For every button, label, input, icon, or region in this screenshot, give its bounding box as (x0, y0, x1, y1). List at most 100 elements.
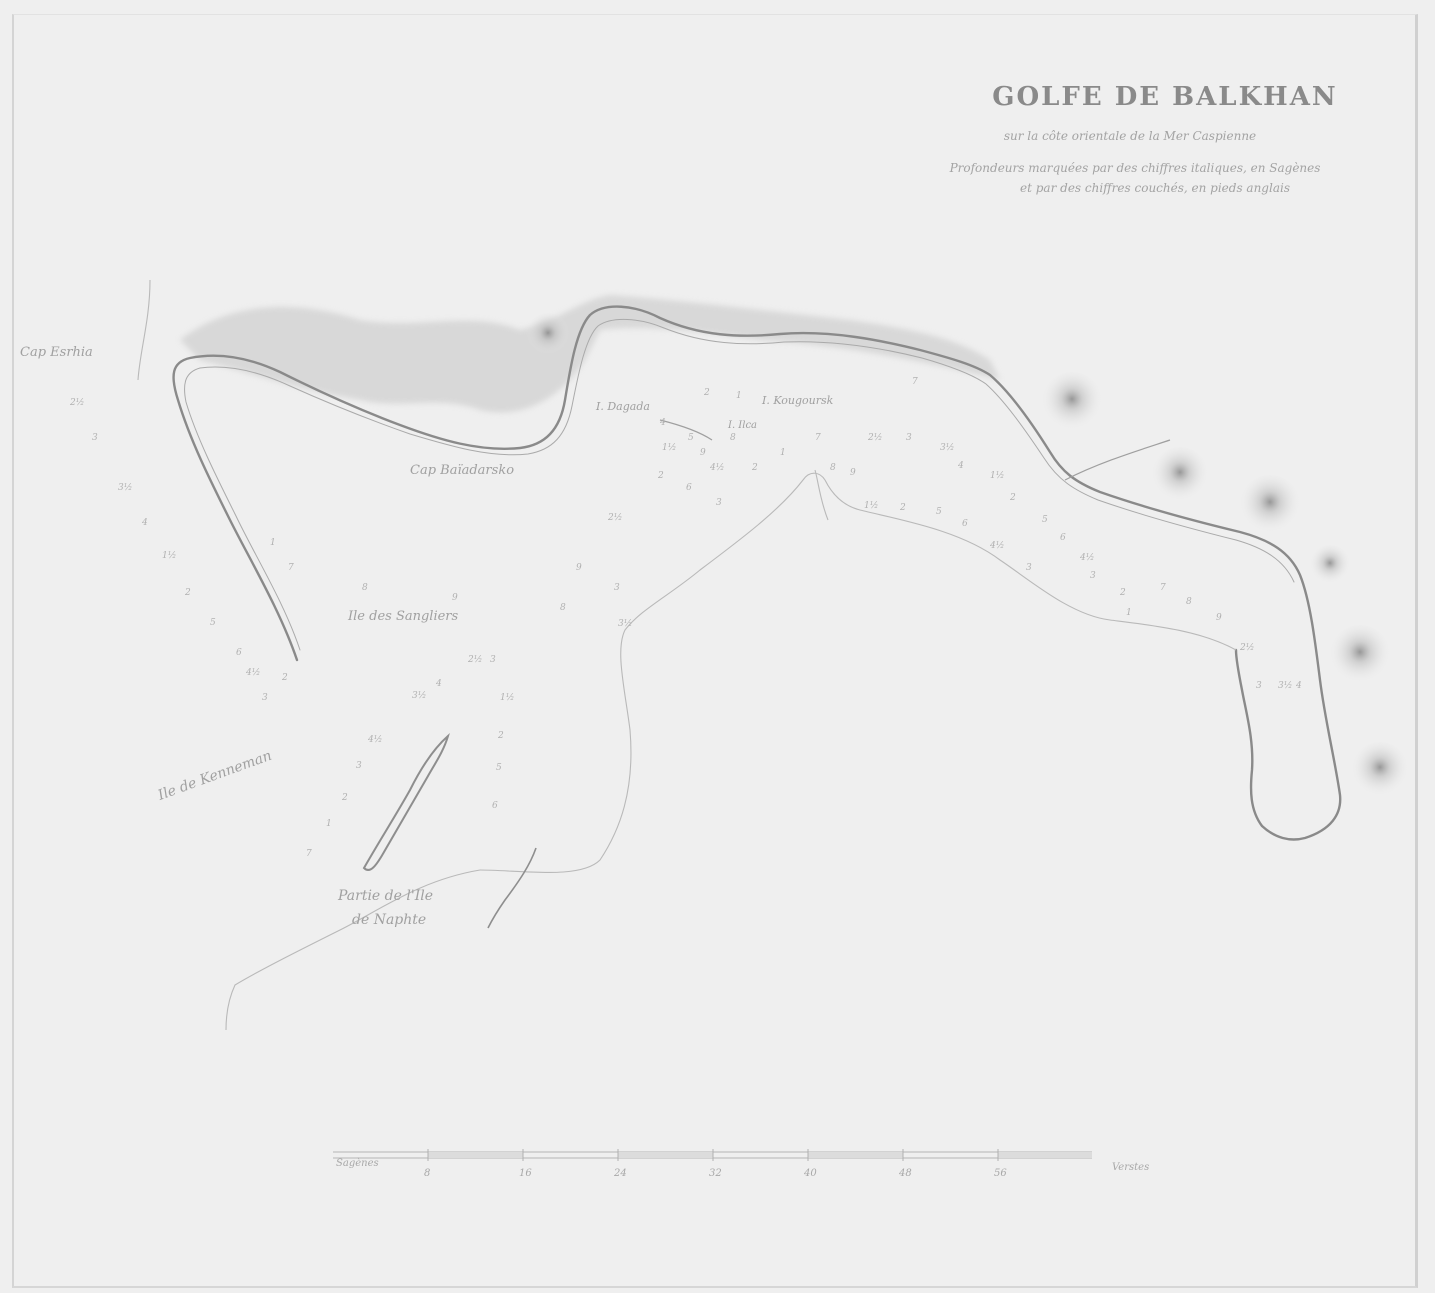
label-cap-north: Cap Baïadarsko (410, 463, 514, 478)
scale-tick-label: 16 (519, 1168, 532, 1179)
depth-sounding: 7 (815, 433, 821, 443)
hill (1352, 742, 1408, 798)
depth-sounding: 2 (184, 588, 191, 598)
depth-sounding: 2 (1009, 493, 1016, 503)
scale-tick-label: 56 (994, 1168, 1007, 1179)
place-labels: Cap Esrhia Cap Baïadarsko I. Dagada I. K… (20, 345, 834, 928)
scale-tick-label: 32 (709, 1168, 722, 1179)
depth-sounding: 2 (703, 388, 710, 398)
depth-sounding: 4½ (245, 667, 260, 678)
depth-sounding: 2 (341, 793, 348, 803)
depth-sounding: 7 (306, 849, 312, 859)
depth-sounding: 4 (659, 418, 666, 428)
depth-sounding: 1½ (500, 692, 514, 703)
scale-tick-label: 48 (898, 1168, 912, 1179)
northern-channel (659, 419, 1171, 481)
label-ile-sangliers: Ile des Sangliers (347, 609, 459, 624)
depth-sounding: 2 (497, 731, 504, 741)
map-subtitle-3: et par des chiffres couchés, en pieds an… (1020, 181, 1290, 195)
hill-shading (180, 295, 1000, 413)
depth-sounding: 4 (141, 518, 148, 528)
depth-sounding: 9 (576, 563, 582, 573)
coastline (172, 305, 1342, 841)
depth-sounding: 6 (236, 648, 242, 658)
gulf-shore (137, 279, 1237, 1031)
depth-sounding: 3 (1026, 563, 1032, 573)
depth-sounding: 8 (830, 463, 836, 473)
depth-sounding: 1 (736, 391, 742, 401)
map-subtitle-2: Profondeurs marquées par des chiffres it… (949, 161, 1321, 175)
depth-sounding: 7 (912, 377, 918, 387)
depth-sounding: 1½ (990, 470, 1004, 481)
hill (1330, 625, 1390, 685)
depth-sounding: 3 (1256, 681, 1262, 691)
depth-sounding: 4½ (989, 540, 1004, 551)
depth-sounding: 1½ (864, 500, 878, 511)
hill (1240, 475, 1300, 535)
depth-sounding: 2 (751, 463, 758, 473)
depth-sounding: 5 (1042, 515, 1048, 525)
depth-sounding: 1 (326, 819, 332, 829)
scale-unit: Verstes (1112, 1162, 1149, 1173)
depth-sounding: 2 (281, 673, 288, 683)
depth-sounding: 3 (716, 498, 722, 508)
scale-tick-label: 8 (424, 1168, 430, 1179)
depth-sounding: 1 (270, 538, 276, 548)
depth-sounding: 8 (560, 603, 566, 613)
label-ile-kenneman: Ile de Kenneman (155, 748, 274, 804)
hill (526, 313, 570, 357)
depth-sounding: 9 (1216, 613, 1222, 623)
depth-sounding: 4½ (1079, 552, 1094, 563)
scale-tick-label: 24 (613, 1168, 627, 1179)
depth-sounding: 6 (686, 483, 692, 493)
depth-sounding: 2 (657, 471, 664, 481)
depth-sounding: 4½ (709, 462, 724, 473)
depth-sounding: 2½ (69, 397, 84, 408)
depth-sounding: 6 (492, 801, 498, 811)
title-block: GOLFE DE BALKHAN sur la côte orientale d… (850, 82, 1420, 198)
label-partie-naphte-2: de Naphte (352, 912, 426, 928)
depth-sounding: 3 (490, 655, 496, 665)
map-title: GOLFE DE BALKHAN (992, 82, 1338, 112)
depth-sounding: 3 (356, 761, 362, 771)
depth-sounding: 8 (730, 433, 736, 443)
depth-sounding: 9 (850, 468, 856, 478)
depth-sounding: 4½ (367, 734, 382, 745)
map-subtitle-1: sur la côte orientale de la Mer Caspienn… (1003, 129, 1257, 143)
label-cap-west: Cap Esrhia (20, 345, 93, 360)
depth-sounding: 9 (452, 593, 458, 603)
naphte-island (362, 733, 537, 929)
label-ile-dagada: I. Dagada (595, 400, 650, 413)
depth-sounding: 5 (210, 618, 216, 628)
label-ile-ilca: I. Ilca (727, 420, 757, 431)
scale-bar: 8 16 24 32 40 48 56 Sagènes Verstes (333, 1149, 1149, 1179)
depth-sounding: 3 (92, 433, 98, 443)
depth-sounding: 5 (688, 433, 694, 443)
depth-sounding: 1½ (662, 442, 676, 453)
depth-sounding: 3 (262, 693, 268, 703)
depth-sounding: 8 (1186, 597, 1192, 607)
scale-ticks: 8 16 24 32 40 48 56 (424, 1149, 1007, 1179)
depth-sounding: 2½ (607, 512, 622, 523)
depth-sounding: 2 (1119, 588, 1126, 598)
depth-sounding: 3 (614, 583, 620, 593)
depth-sounding: 5 (936, 507, 942, 517)
depth-sounding: 4 (435, 679, 442, 689)
depth-sounding: 7 (288, 563, 294, 573)
hill (1310, 545, 1350, 585)
scale-left-label: Sagènes (336, 1158, 379, 1169)
hill (1042, 372, 1102, 432)
hill (1152, 447, 1208, 503)
depth-sounding: 3½ (1278, 680, 1292, 691)
depth-sounding: 1½ (162, 550, 176, 561)
depth-sounding: 1 (1126, 608, 1132, 618)
depth-sounding: 3½ (412, 690, 426, 701)
depth-sounding: 9 (700, 448, 706, 458)
depth-sounding: 8 (362, 583, 368, 593)
depth-sounding: 2½ (867, 432, 882, 443)
depth-sounding: 7 (1160, 583, 1166, 593)
scale-tick-label: 40 (803, 1168, 817, 1179)
depth-sounding: 3 (1090, 571, 1096, 581)
